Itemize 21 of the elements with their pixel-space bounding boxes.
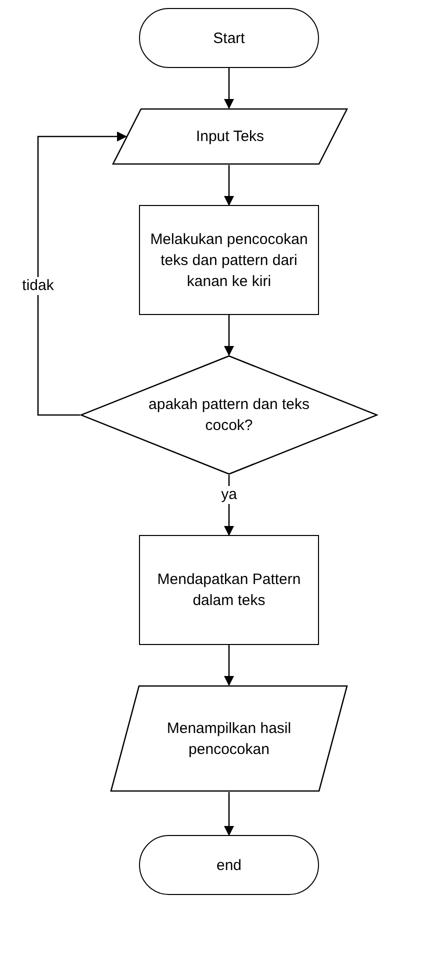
process-box bbox=[139, 535, 319, 645]
edge-label: tidak bbox=[20, 276, 56, 295]
node-text: apakah pattern dan teks cocok? bbox=[148, 395, 310, 436]
arrow bbox=[224, 792, 234, 836]
node-text: Input Teks bbox=[196, 127, 264, 147]
arrow bbox=[224, 645, 234, 686]
node-text: Menampilkan hasil pencocokan bbox=[166, 718, 292, 760]
process-box bbox=[139, 205, 319, 315]
arrow bbox=[224, 315, 234, 356]
decision-diamond bbox=[80, 355, 378, 475]
node-text: end bbox=[216, 856, 242, 876]
arrow bbox=[224, 475, 234, 536]
io-parallelogram bbox=[110, 685, 348, 792]
arrow bbox=[224, 165, 234, 206]
node-text: Start bbox=[213, 28, 245, 48]
arrow bbox=[224, 68, 234, 109]
arrow bbox=[37, 132, 127, 416]
edge-label: ya bbox=[219, 486, 239, 504]
io-parallelogram bbox=[112, 108, 348, 165]
node-text: Melakukan pencocokan teks dan pattern dari kanan ke kiri bbox=[149, 230, 309, 292]
node-text: Mendapatkan Pattern dalam teks bbox=[156, 570, 302, 611]
